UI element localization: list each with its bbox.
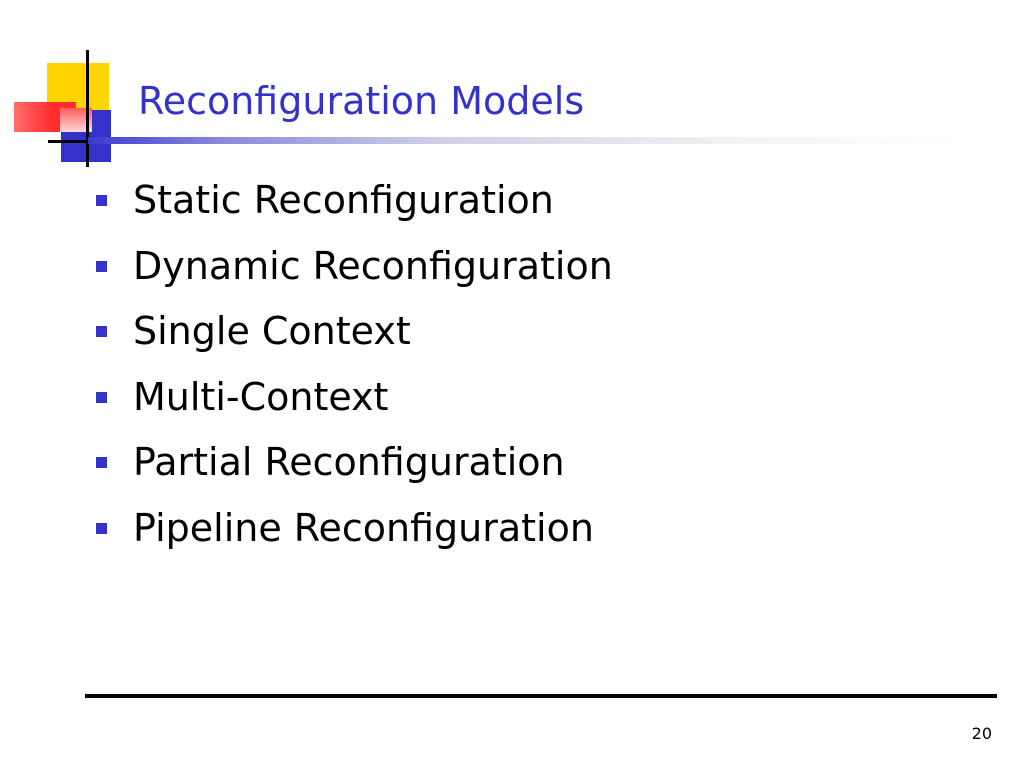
square-bullet-icon bbox=[96, 522, 107, 534]
square-bullet-icon bbox=[96, 260, 107, 272]
bullet-text: Static Reconfiguration bbox=[133, 178, 554, 222]
vertical-line bbox=[86, 50, 89, 167]
bullet-text: Multi-Context bbox=[133, 374, 389, 419]
slide-title: Reconfiguration Models bbox=[138, 79, 585, 123]
footer-divider bbox=[85, 694, 997, 698]
bullet-text: Pipeline Reconfiguration bbox=[133, 505, 594, 550]
square-bullet-icon bbox=[96, 391, 107, 403]
page-number: 20 bbox=[971, 724, 992, 743]
bullet-text: Dynamic Reconfiguration bbox=[133, 243, 613, 288]
bullet-text: Single Context bbox=[133, 309, 411, 354]
square-bullet-icon bbox=[96, 326, 107, 338]
square-bullet-icon bbox=[96, 195, 107, 206]
bullet-text: Partial Reconfiguration bbox=[133, 440, 565, 485]
title-underline bbox=[88, 137, 958, 144]
corner-squares-logo-icon bbox=[0, 0, 150, 180]
square-bullet-icon bbox=[96, 457, 107, 469]
